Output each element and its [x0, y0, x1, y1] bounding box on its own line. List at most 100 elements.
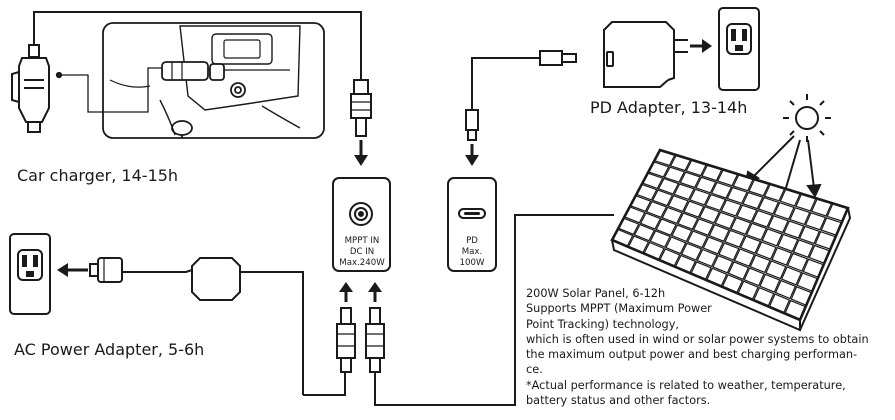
solar-note-line: Point Tracking) technology,	[526, 317, 679, 331]
usb-c-plug-icon	[465, 50, 577, 141]
solar-cell	[810, 198, 833, 217]
solar-cell	[773, 201, 795, 220]
solar-cell	[680, 242, 703, 261]
sun-icon	[783, 94, 831, 142]
solar-cell	[777, 233, 799, 253]
solar-cell	[751, 209, 774, 228]
solar-panel-icon	[610, 148, 852, 332]
solar-cell	[798, 225, 821, 245]
solar-cell	[768, 293, 791, 314]
pd-port-label: PD Max. 100W	[449, 236, 495, 269]
dc-plug-icon	[365, 307, 385, 373]
solar-cell	[695, 176, 717, 194]
solar-cell	[674, 254, 697, 274]
arrow-icon	[690, 39, 712, 53]
solar-cell	[726, 186, 748, 205]
solar-cell	[655, 218, 677, 236]
solar-cell	[757, 196, 780, 215]
solar-cell	[685, 159, 707, 177]
mppt-port-box	[332, 177, 391, 272]
solar-cell	[780, 266, 803, 286]
solar-note-line: the maximum output power and best chargi…	[526, 348, 858, 362]
solar-cell	[689, 188, 711, 206]
solar-cell	[701, 164, 723, 182]
solar-cell	[748, 179, 770, 197]
solar-cell	[814, 230, 836, 250]
car-dashboard-icon	[102, 22, 325, 139]
solar-cell	[686, 230, 709, 249]
solar-cell	[651, 189, 674, 207]
solar-cell	[771, 246, 793, 266]
ac-adapter-label: AC Power Adapter, 5-6h	[14, 340, 205, 359]
solar-cell	[704, 193, 727, 212]
arrow-icon	[57, 263, 88, 277]
solar-cell	[743, 267, 765, 287]
car-charger-label: Car charger, 14-15h	[17, 166, 179, 185]
solar-cell	[633, 223, 656, 242]
solar-cell	[659, 248, 681, 267]
solar-cell	[802, 258, 824, 278]
solar-cell	[692, 218, 715, 236]
solar-cell	[724, 229, 746, 248]
solar-cell	[648, 161, 670, 178]
solar-note-line: Supports MPPT (Maximum Power	[526, 302, 712, 316]
solar-cell	[654, 150, 676, 167]
solar-cell	[784, 299, 806, 320]
wall-outlet-icon	[9, 233, 51, 315]
solar-cell	[630, 195, 652, 213]
solar-cell	[627, 235, 650, 254]
solar-cell	[718, 242, 740, 261]
solar-cell	[737, 280, 759, 300]
solar-cell	[742, 191, 764, 210]
solar-cell	[761, 228, 783, 247]
solar-cell	[745, 222, 768, 241]
dc-plug-icon	[336, 307, 356, 373]
solar-note-line: *Actual performance is related to weathe…	[526, 378, 846, 392]
solar-cell	[708, 223, 730, 242]
solar-cell	[808, 244, 830, 264]
solar-cell	[753, 286, 775, 307]
solar-cell	[665, 236, 687, 255]
solar-cell	[649, 230, 671, 248]
solar-cell	[624, 206, 646, 224]
solar-cell	[730, 217, 752, 236]
mppt-port-line: DC IN	[349, 247, 375, 257]
solar-cell	[643, 241, 665, 260]
solar-cell	[661, 206, 683, 225]
solar-note-line: which is often used in wind or solar pow…	[526, 332, 869, 346]
pd-port-box	[447, 177, 497, 272]
solar-cell	[763, 183, 786, 202]
solar-cell	[618, 217, 640, 236]
pd-port-line: Max.	[461, 247, 483, 257]
solar-note-line: 200W Solar Panel, 6-12h	[526, 287, 666, 300]
solar-cell	[671, 224, 693, 243]
solar-cell	[657, 177, 680, 195]
arrow-icon	[465, 144, 479, 166]
mppt-port-line: MPPT IN	[344, 236, 380, 246]
mppt-port-label: MPPT IN DC IN Max.240W	[334, 236, 390, 269]
solar-cell	[669, 154, 692, 172]
solar-cell	[714, 211, 736, 230]
ac-adapter-icon	[89, 257, 241, 301]
solar-cell	[804, 212, 827, 231]
solar-cell	[795, 193, 817, 212]
pd-adapter-icon	[603, 21, 688, 88]
solar-cell	[645, 200, 668, 219]
mppt-port-line: Max.240W	[339, 258, 385, 268]
solar-cell	[792, 239, 815, 258]
solar-cell	[683, 200, 705, 218]
solar-note-line: ce.	[526, 363, 543, 377]
solar-cell	[639, 212, 662, 230]
car-charger-icon	[11, 11, 362, 133]
solar-note: 200W Solar Panel, 6-12h Supports MPPT (M…	[526, 286, 891, 408]
solar-cell	[727, 261, 750, 281]
solar-cell	[749, 254, 771, 274]
solar-cell	[736, 204, 758, 223]
solar-cell	[679, 171, 701, 189]
pointer-line	[55, 67, 180, 113]
solar-cell	[690, 261, 712, 280]
solar-cell	[612, 228, 634, 247]
solar-cell	[716, 169, 739, 187]
solar-cell	[789, 207, 811, 226]
solar-cell	[706, 267, 728, 287]
